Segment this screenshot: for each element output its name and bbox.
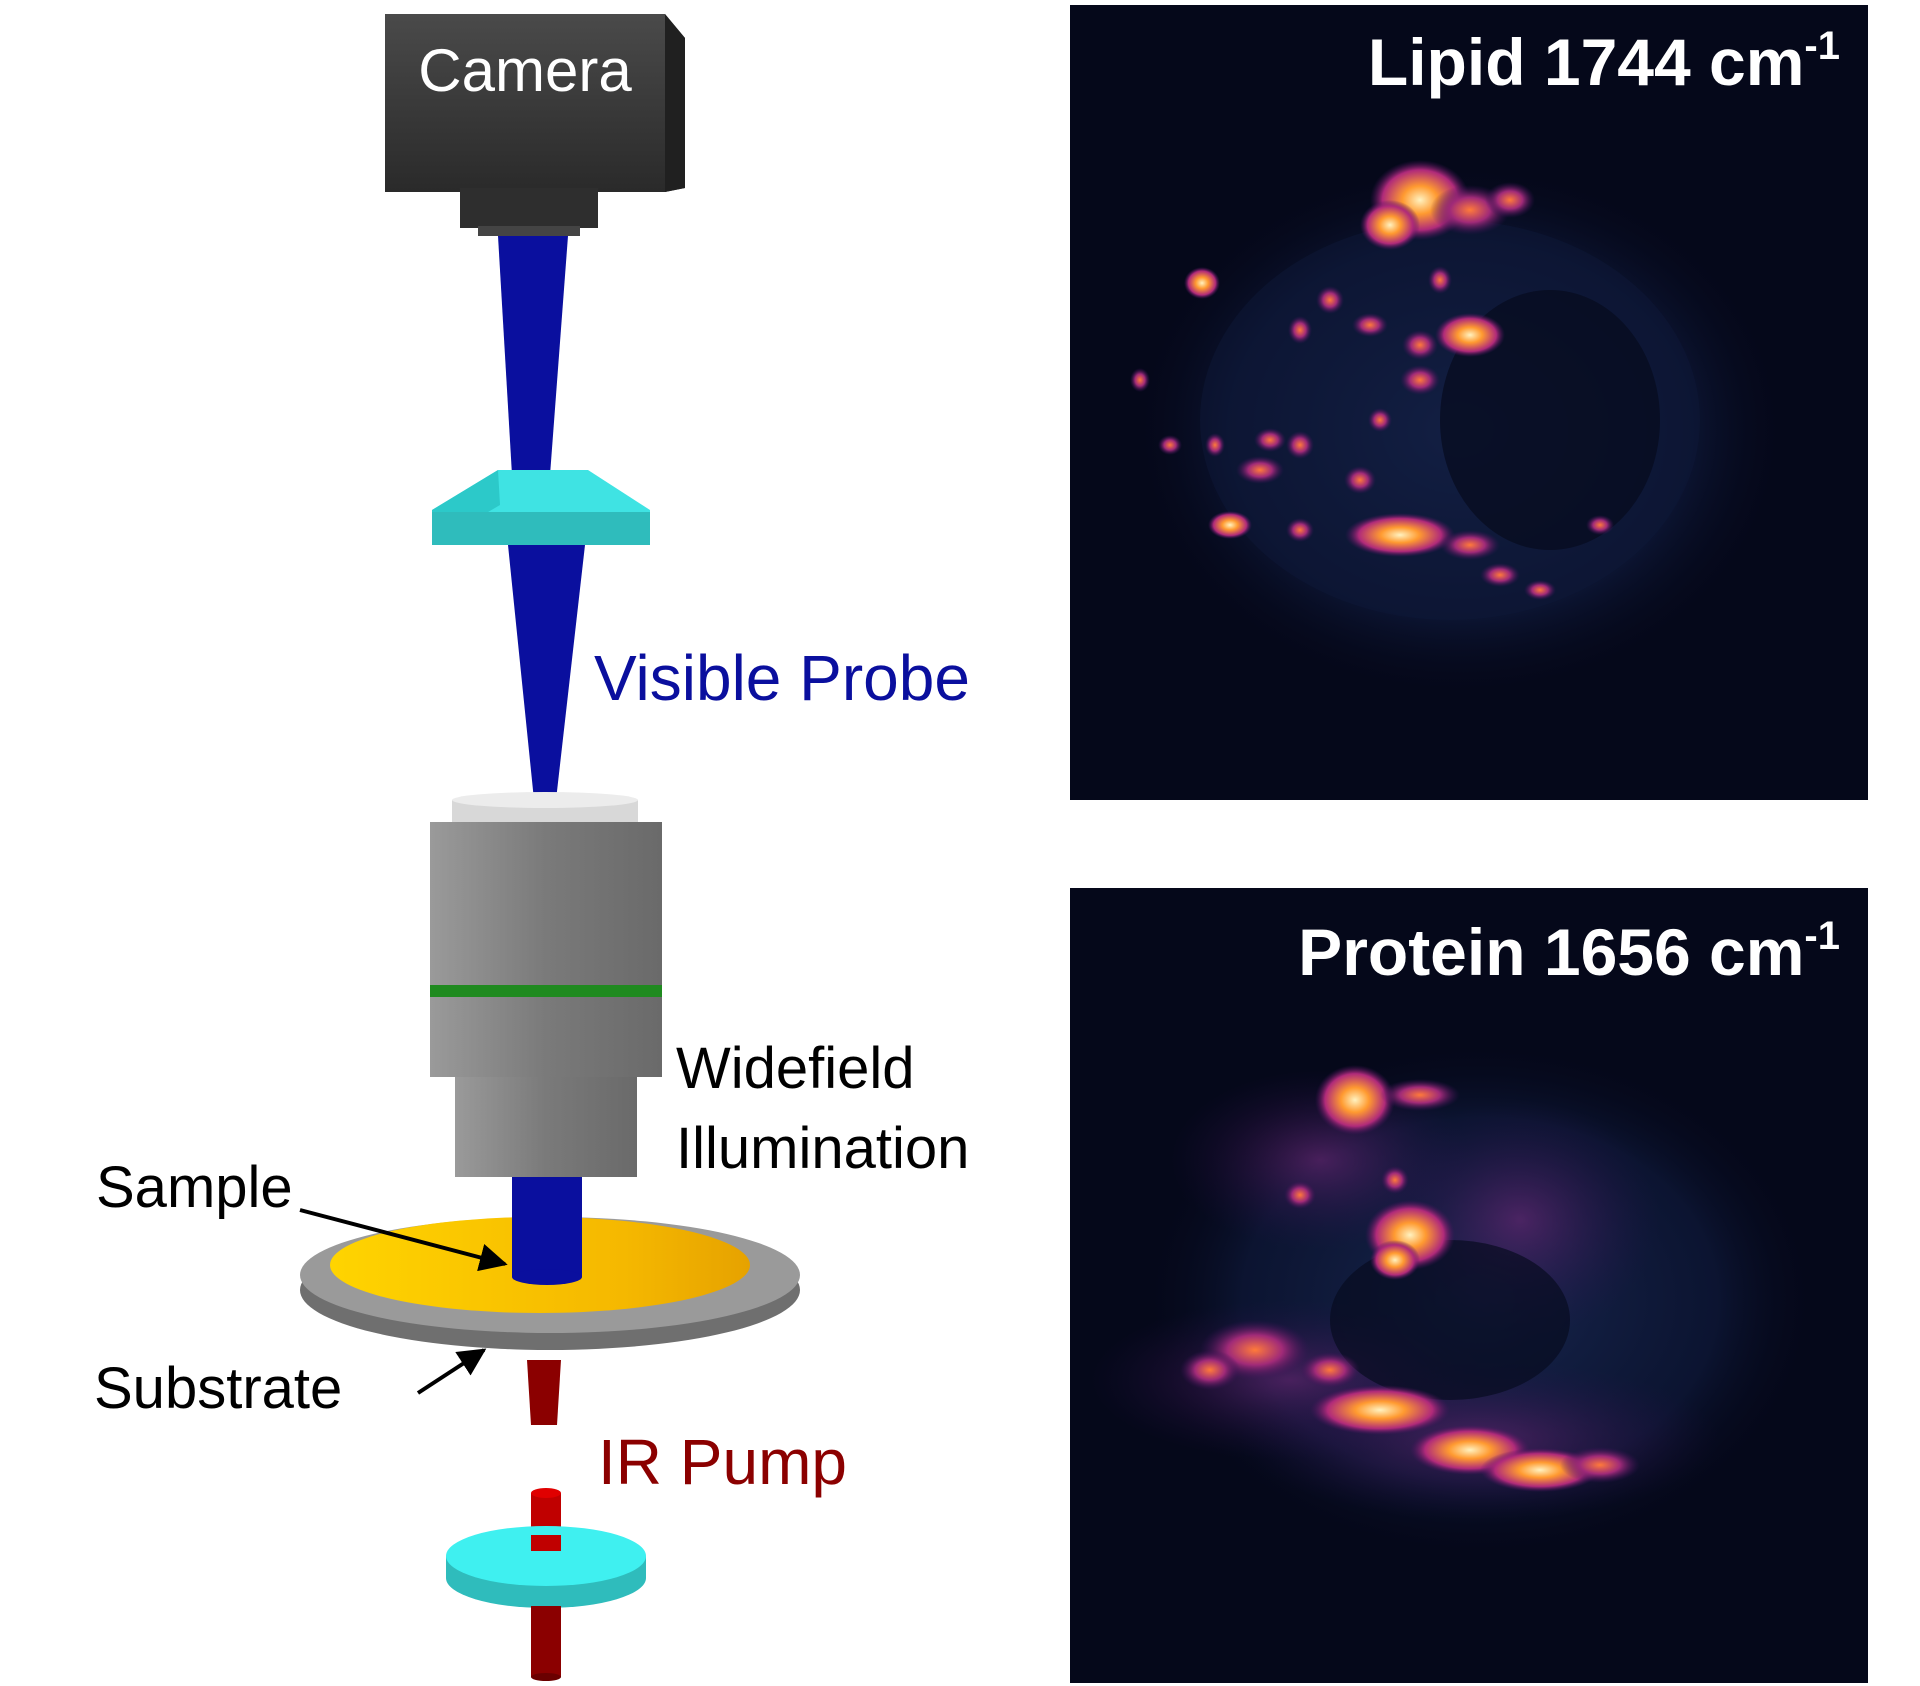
lipid-droplets: [1130, 160, 1614, 600]
camera-label: Camera: [418, 37, 632, 104]
objective: [430, 792, 662, 1177]
widefield-label-line2: Illumination: [676, 1116, 969, 1181]
substrate-arrow: [416, 1348, 487, 1395]
widefield-label-line1: Widefield: [676, 1036, 915, 1101]
protein-image-title: Protein 1656 cm-1: [1298, 914, 1840, 989]
visible-probe-beam-lower: [508, 545, 585, 800]
lipid-image-panel: Lipid 1744 cm-1: [1070, 5, 1868, 800]
visible-probe-label: Visible Probe: [594, 642, 970, 714]
ir-pump-beam-lower: [531, 1606, 561, 1677]
tube-lens: [432, 470, 650, 545]
ir-focusing-lens: [446, 1488, 646, 1608]
visible-probe-beam-sample: [512, 1177, 582, 1277]
visible-probe-beam-upper: [498, 236, 568, 475]
ir-pump-beam-upper: [527, 1360, 561, 1425]
protein-regions: [1180, 1065, 1640, 1492]
optical-setup: Camera Visible Probe Widefield Illuminat…: [94, 14, 970, 1681]
camera: Camera: [385, 14, 685, 236]
protein-image-panel: Protein 1656 cm-1: [1070, 888, 1868, 1683]
sample-label: Sample: [96, 1155, 293, 1220]
substrate-label: Substrate: [94, 1356, 342, 1421]
sample-arrow: [299, 1208, 508, 1272]
lipid-image-title: Lipid 1744 cm-1: [1368, 24, 1840, 99]
ir-pump-label: IR Pump: [598, 1426, 847, 1498]
